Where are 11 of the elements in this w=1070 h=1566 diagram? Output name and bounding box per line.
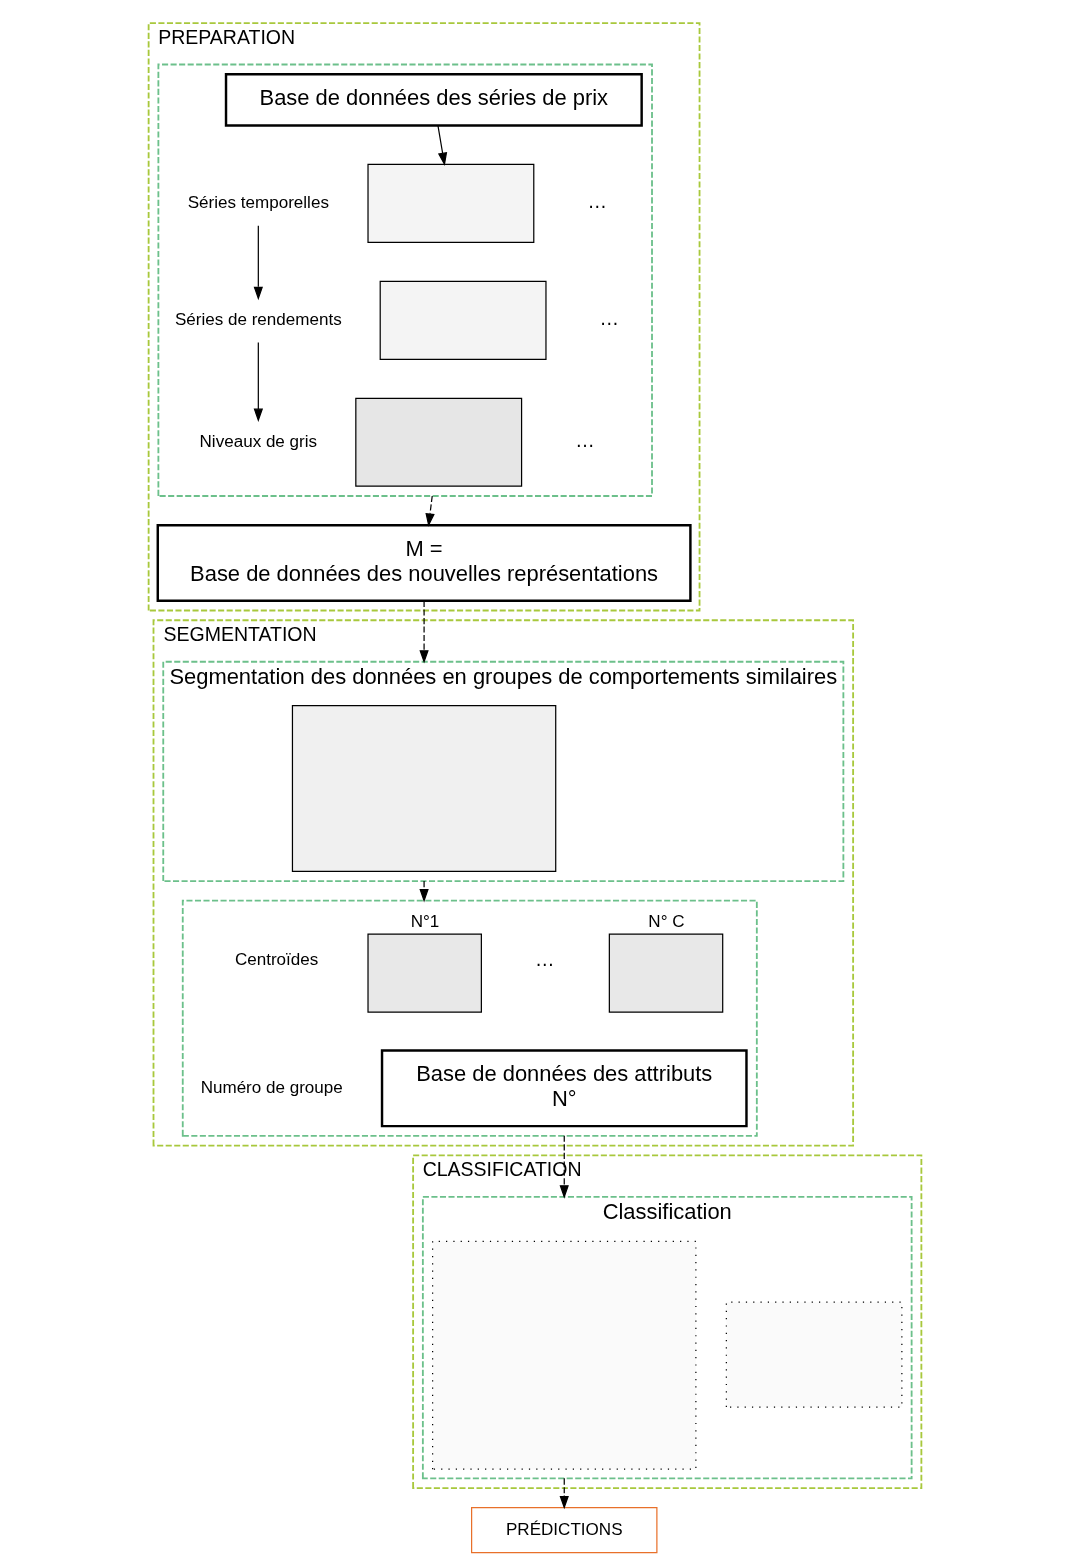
node-text: Numéro de groupe (200, 1077, 343, 1097)
node-text: Centroïdes (234, 950, 319, 970)
node-text: Séries de rendements (174, 309, 342, 329)
label: … (599, 307, 620, 330)
node-label: N°1 (410, 912, 440, 932)
node-label: N° C (648, 912, 685, 932)
label: … (575, 428, 595, 451)
node-text: Niveaux de gris (199, 431, 318, 451)
label: … (535, 947, 555, 970)
label: … (587, 190, 607, 213)
node-text: Séries temporelles (187, 192, 329, 212)
